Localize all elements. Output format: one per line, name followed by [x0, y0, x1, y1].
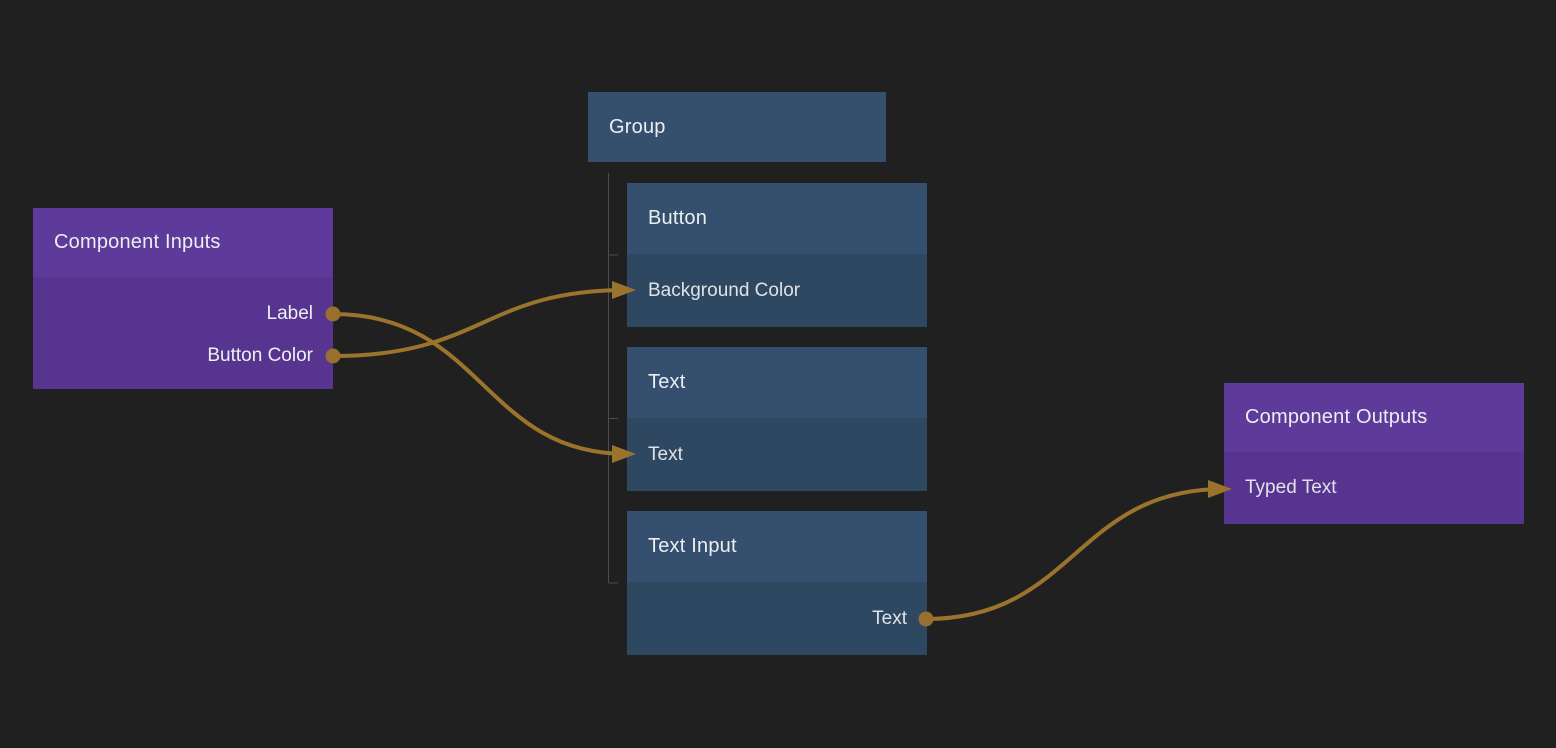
port-text-output[interactable]: Text: [627, 582, 927, 655]
node-title: Component Outputs: [1245, 406, 1428, 428]
port-button-color-output[interactable]: Button Color: [207, 345, 313, 366]
port-label: Typed Text: [1245, 477, 1337, 498]
node-button[interactable]: Button Background Color: [627, 183, 927, 327]
group-hierarchy-tree: [608, 173, 618, 584]
node-component-inputs[interactable]: Component Inputs Label Button Color: [33, 208, 333, 389]
node-title: Component Inputs: [54, 231, 221, 253]
port-text-input[interactable]: Text: [627, 418, 927, 491]
node-text-input-header[interactable]: Text Input: [627, 511, 927, 582]
node-component-outputs-header[interactable]: Component Outputs: [1224, 383, 1524, 452]
port-typed-text-input[interactable]: Typed Text: [1224, 452, 1524, 524]
node-component-inputs-header[interactable]: Component Inputs: [33, 208, 333, 277]
node-group-header[interactable]: Group: [588, 92, 886, 162]
node-text-header[interactable]: Text: [627, 347, 927, 418]
wire-label-to-text[interactable]: [332, 312, 628, 456]
port-label: Text: [648, 443, 683, 465]
wire-button-color-to-background-color[interactable]: [332, 288, 628, 358]
node-component-outputs[interactable]: Component Outputs Typed Text: [1224, 383, 1524, 524]
node-title: Group: [609, 115, 666, 138]
node-group[interactable]: Group: [588, 92, 886, 162]
node-button-header[interactable]: Button: [627, 183, 927, 254]
node-title: Text: [648, 371, 686, 393]
port-label-output[interactable]: Label: [266, 303, 314, 324]
node-component-inputs-body: Label Button Color: [33, 277, 333, 389]
port-label: Text: [872, 607, 907, 629]
port-background-color-input[interactable]: Background Color: [627, 254, 927, 327]
wire-text-to-typed-text[interactable]: [925, 487, 1225, 621]
node-text-input[interactable]: Text Input Text: [627, 511, 927, 655]
port-label: Background Color: [648, 279, 801, 301]
node-title: Button: [648, 207, 708, 229]
node-text[interactable]: Text Text: [627, 347, 927, 491]
node-title: Text Input: [648, 535, 737, 557]
